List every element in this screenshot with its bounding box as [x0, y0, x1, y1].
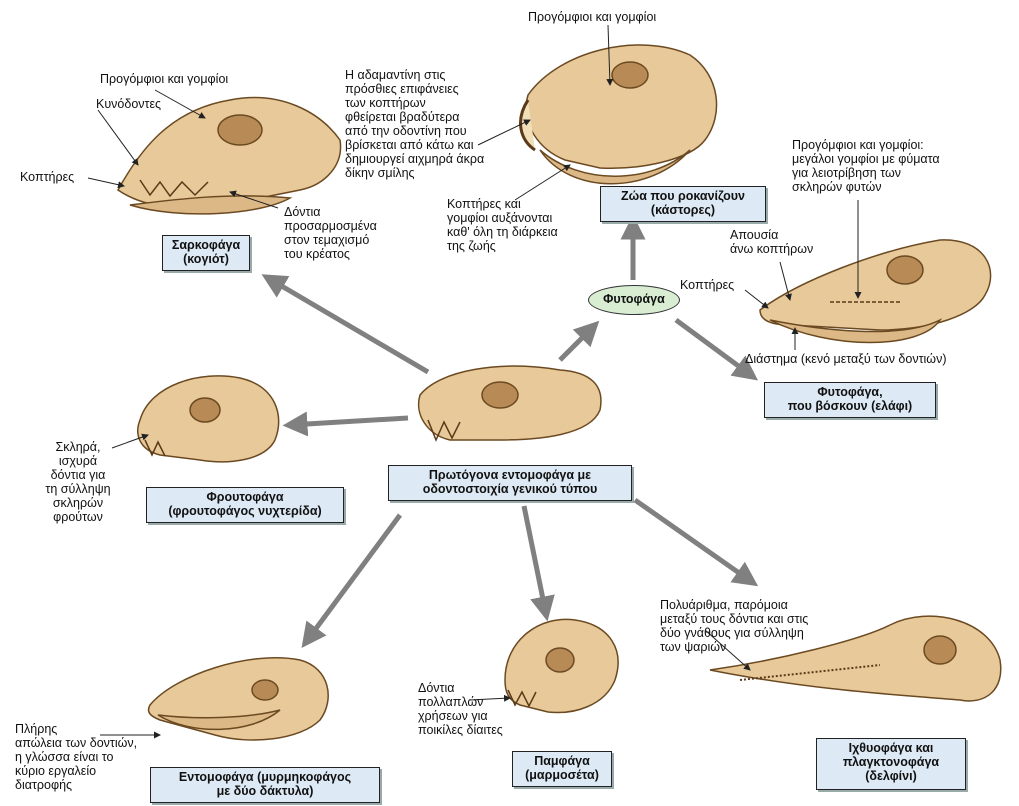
arrow-to-fish-eater [635, 500, 752, 582]
arrow-to-frugivore [290, 418, 408, 425]
node-fish-eater: Ιχθυοφάγα και πλαγκτονοφάγα (δελφίνι) [816, 738, 966, 790]
label-omni-teeth: Δόντια πολλαπλών χρήσεων για ποικίλες δί… [418, 681, 503, 737]
node-rodent: Ζώα που ροκανίζουν (κάστορες) [600, 186, 766, 222]
arrow-to-herbivore [560, 326, 594, 360]
label-rod-growth: Κοπτήρες και γομφίοι αυξάνονται καθ' όλη… [447, 197, 558, 253]
node-carnivore: Σαρκοφάγα (κογιότ) [162, 235, 250, 271]
label-deer-incisors: Κοπτήρες [680, 278, 734, 292]
node-omnivore: Παμφάγα (μαρμοσέτα) [512, 751, 612, 787]
label-deer-diastema: Διάστημα (κενό μεταξύ των δοντιών) [745, 352, 946, 366]
node-insectivore: Εντομοφάγα (μυρμηκοφάγος με δύο δάκτυλα) [150, 767, 380, 803]
arrow-to-carnivore [268, 278, 428, 372]
label-insect-loss: Πλήρης απώλεια των δοντιών, η γλώσσα είν… [15, 722, 137, 792]
label-carn-premolars: Προγόμφιοι και γομφίοι [100, 72, 228, 86]
label-deer-absence: Απουσία άνω κοπτήρων [730, 228, 813, 256]
label-carn-teeth: Δόντια προσαρμοσμένα στον τεμαχισμό του … [284, 205, 377, 261]
marmoset-skull-icon [505, 619, 618, 712]
label-carn-canines: Κυνόδοντες [96, 97, 161, 111]
label-carn-incisors: Κοπτήρες [20, 170, 74, 184]
label-deer-premolars: Προγόμφιοι και γομφίοι: μεγάλοι γομφίοι … [792, 138, 940, 194]
node-center: Πρωτόγονα εντομοφάγα με οδοντοστοιχία γε… [388, 465, 632, 501]
arrow-to-insectivore [306, 515, 400, 642]
node-grazer: Φυτοφάγα, που βόσκουν (ελάφι) [764, 382, 936, 418]
beaver-skull-icon [521, 45, 717, 184]
label-fish-teeth: Πολυάριθμα, παρόμοια μεταξύ τους δόντια … [660, 598, 808, 654]
coyote-skull-icon [118, 98, 341, 214]
anteater-skull-icon [148, 658, 328, 740]
fruit-bat-skull-icon [138, 376, 279, 462]
label-fruit-teeth: Σκληρά, ισχυρά δόντια για τη σύλληψη σκλ… [38, 440, 118, 524]
label-rod-enamel: Η αδαμαντίνη στις πρόσθιες επιφάνειες τω… [345, 68, 484, 180]
label-rod-premolars: Προγόμφιοι και γομφίοι [528, 10, 656, 24]
node-frugivore: Φρουτοφάγα (φρουτοφάγος νυχτερίδα) [146, 487, 344, 523]
primitive-insectivore-skull-icon [419, 366, 601, 440]
arrow-to-grazer [676, 320, 752, 376]
node-herbivore: Φυτοφάγα [588, 285, 680, 315]
arrow-to-omnivore [524, 506, 546, 614]
